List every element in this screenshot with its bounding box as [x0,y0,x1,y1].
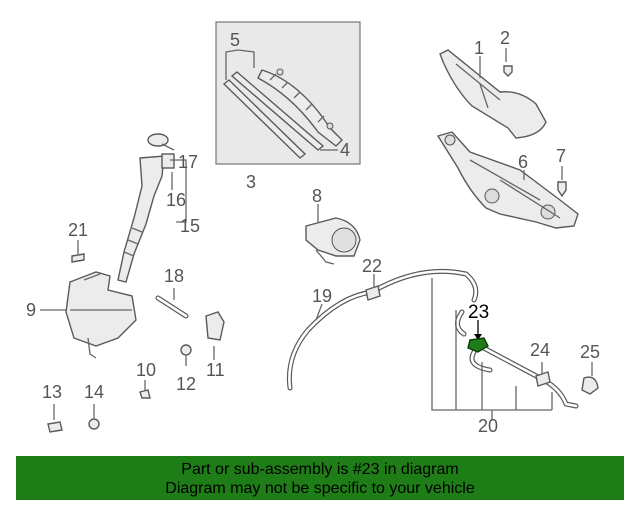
label-3: 3 [246,172,256,192]
label-25: 25 [580,342,600,362]
washer-reservoir [40,271,137,359]
label-17: 17 [178,152,198,172]
label-11: 11 [206,360,225,380]
wiper-blade-inset [215,21,361,165]
label-2: 2 [500,28,510,48]
label-19: 19 [312,286,332,306]
right-hose-group [431,278,599,420]
label-12: 12 [176,374,196,394]
label-4: 4 [340,140,350,160]
label-8: 8 [312,186,322,206]
reservoir-filler [117,133,187,283]
label-1: 1 [474,38,484,58]
label-20: 20 [478,416,498,436]
wiper-arm [439,48,547,139]
highlighted-part-23 [467,320,489,353]
label-14: 14 [84,382,104,402]
banner-line-1: Part or sub-assembly is #23 in diagram [181,461,459,478]
label-9: 9 [26,300,36,320]
label-23: 23 [468,302,489,323]
parts-diagram: 1 2 3 4 5 6 7 8 9 10 11 12 13 14 15 16 1… [26,21,600,436]
fasteners [47,240,225,433]
label-13: 13 [42,382,62,402]
label-15: 15 [180,216,200,236]
banner-line-2: Diagram may not be specific to your vehi… [165,480,475,497]
label-16: 16 [166,190,186,210]
label-10: 10 [136,360,156,380]
label-5: 5 [230,30,240,50]
label-24: 24 [530,340,550,360]
label-18: 18 [164,266,184,286]
wiper-motor [305,204,361,265]
label-21: 21 [68,220,88,240]
wiper-linkage [436,131,579,229]
label-22: 22 [362,256,382,276]
label-6: 6 [518,152,528,172]
info-banner: Part or sub-assembly is #23 in diagram D… [16,456,624,500]
label-7: 7 [556,146,566,166]
washer-hose [286,268,479,391]
callout-labels: 1 2 3 4 5 6 7 8 9 10 11 12 13 14 15 16 1… [26,28,600,436]
